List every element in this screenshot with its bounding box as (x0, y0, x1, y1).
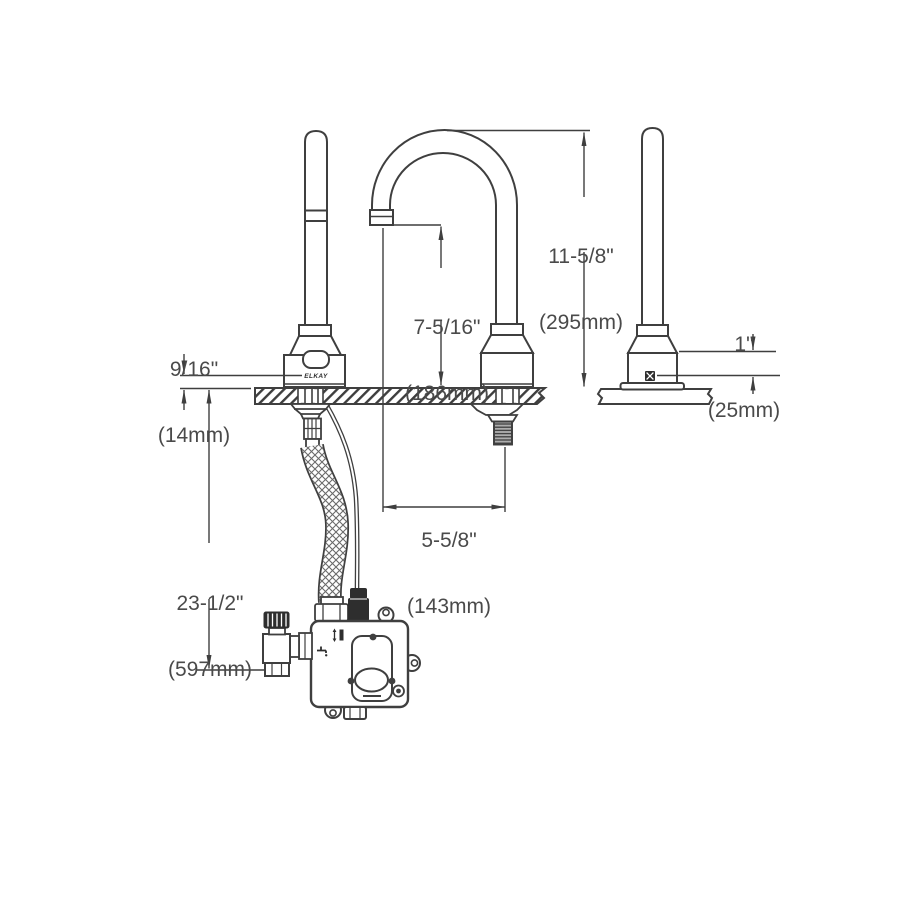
indicator-ring (392, 684, 405, 698)
control-box-assembly (262, 606, 421, 720)
spout-mounting-hardware (468, 403, 526, 446)
dim-value-inches: 1" (734, 333, 754, 356)
flow-adjust-icon (332, 628, 344, 642)
dimension-lines (180, 129, 780, 671)
valve-knurled-cap (263, 611, 290, 629)
panel-screw (388, 677, 396, 685)
dim-value-inches: 7-5/16" (413, 316, 481, 339)
below-deck-assembly (289, 402, 369, 622)
sensor-cable (324, 402, 360, 593)
valve-hex-base (264, 662, 290, 677)
dimension-label-trim-to-deck: 9/16" (14mm) (158, 315, 230, 469)
left-shank-through-deck (297, 389, 324, 403)
dim-value-inches: 5-5/8" (421, 529, 477, 552)
gooseneck-spout-fixture (369, 129, 535, 388)
dimension-label-supply-drop: 23-1/2" (597mm) (168, 549, 252, 703)
cable-gland (348, 588, 369, 621)
dim-value-metric: (186mm) (404, 382, 490, 405)
panel-screw (369, 633, 377, 641)
wand-joint-band (305, 209, 327, 222)
mounting-nut (486, 414, 519, 423)
sensor-icon (645, 371, 655, 381)
spout-outlet-tip (369, 209, 394, 226)
mounting-locknut (289, 403, 332, 420)
dim-value-inches: 23-1/2" (176, 592, 244, 615)
side-view-deck (596, 388, 714, 405)
dim-value-metric: (143mm) (406, 595, 492, 618)
faucet-icon (317, 646, 328, 657)
sensor-window (302, 350, 330, 369)
sensor-wand-fixture (283, 129, 346, 388)
dim-value-metric: (14mm) (157, 424, 231, 447)
threaded-stud (493, 420, 513, 446)
dimension-label-spout-reach: 5-5/8" (143mm) (407, 486, 491, 640)
braided-supply-hose (300, 443, 350, 603)
dim-value-metric: (597mm) (167, 658, 253, 681)
side-view-wand-fixture (619, 126, 685, 391)
counter-deck (254, 387, 714, 405)
dim-value-inches: 9/16" (169, 358, 219, 381)
panel-screw (347, 677, 355, 685)
brand-logo: ELKAY (304, 373, 328, 380)
dim-value-metric: (25mm) (707, 399, 781, 422)
dimension-label-outlet-height: 7-5/16" (186mm) (405, 273, 489, 427)
dim-value-inches: 11-5/8" (548, 245, 614, 268)
dimension-label-sensor-height: 1" (25mm) (708, 290, 780, 444)
shutoff-valve (262, 611, 313, 677)
dim-value-metric: (295mm) (538, 311, 624, 334)
right-shank-through-deck (495, 389, 520, 403)
bottom-connector (343, 706, 367, 720)
valve-body (262, 633, 291, 664)
dimension-label-spout-height: 11-5/8" (295mm) (539, 202, 623, 356)
